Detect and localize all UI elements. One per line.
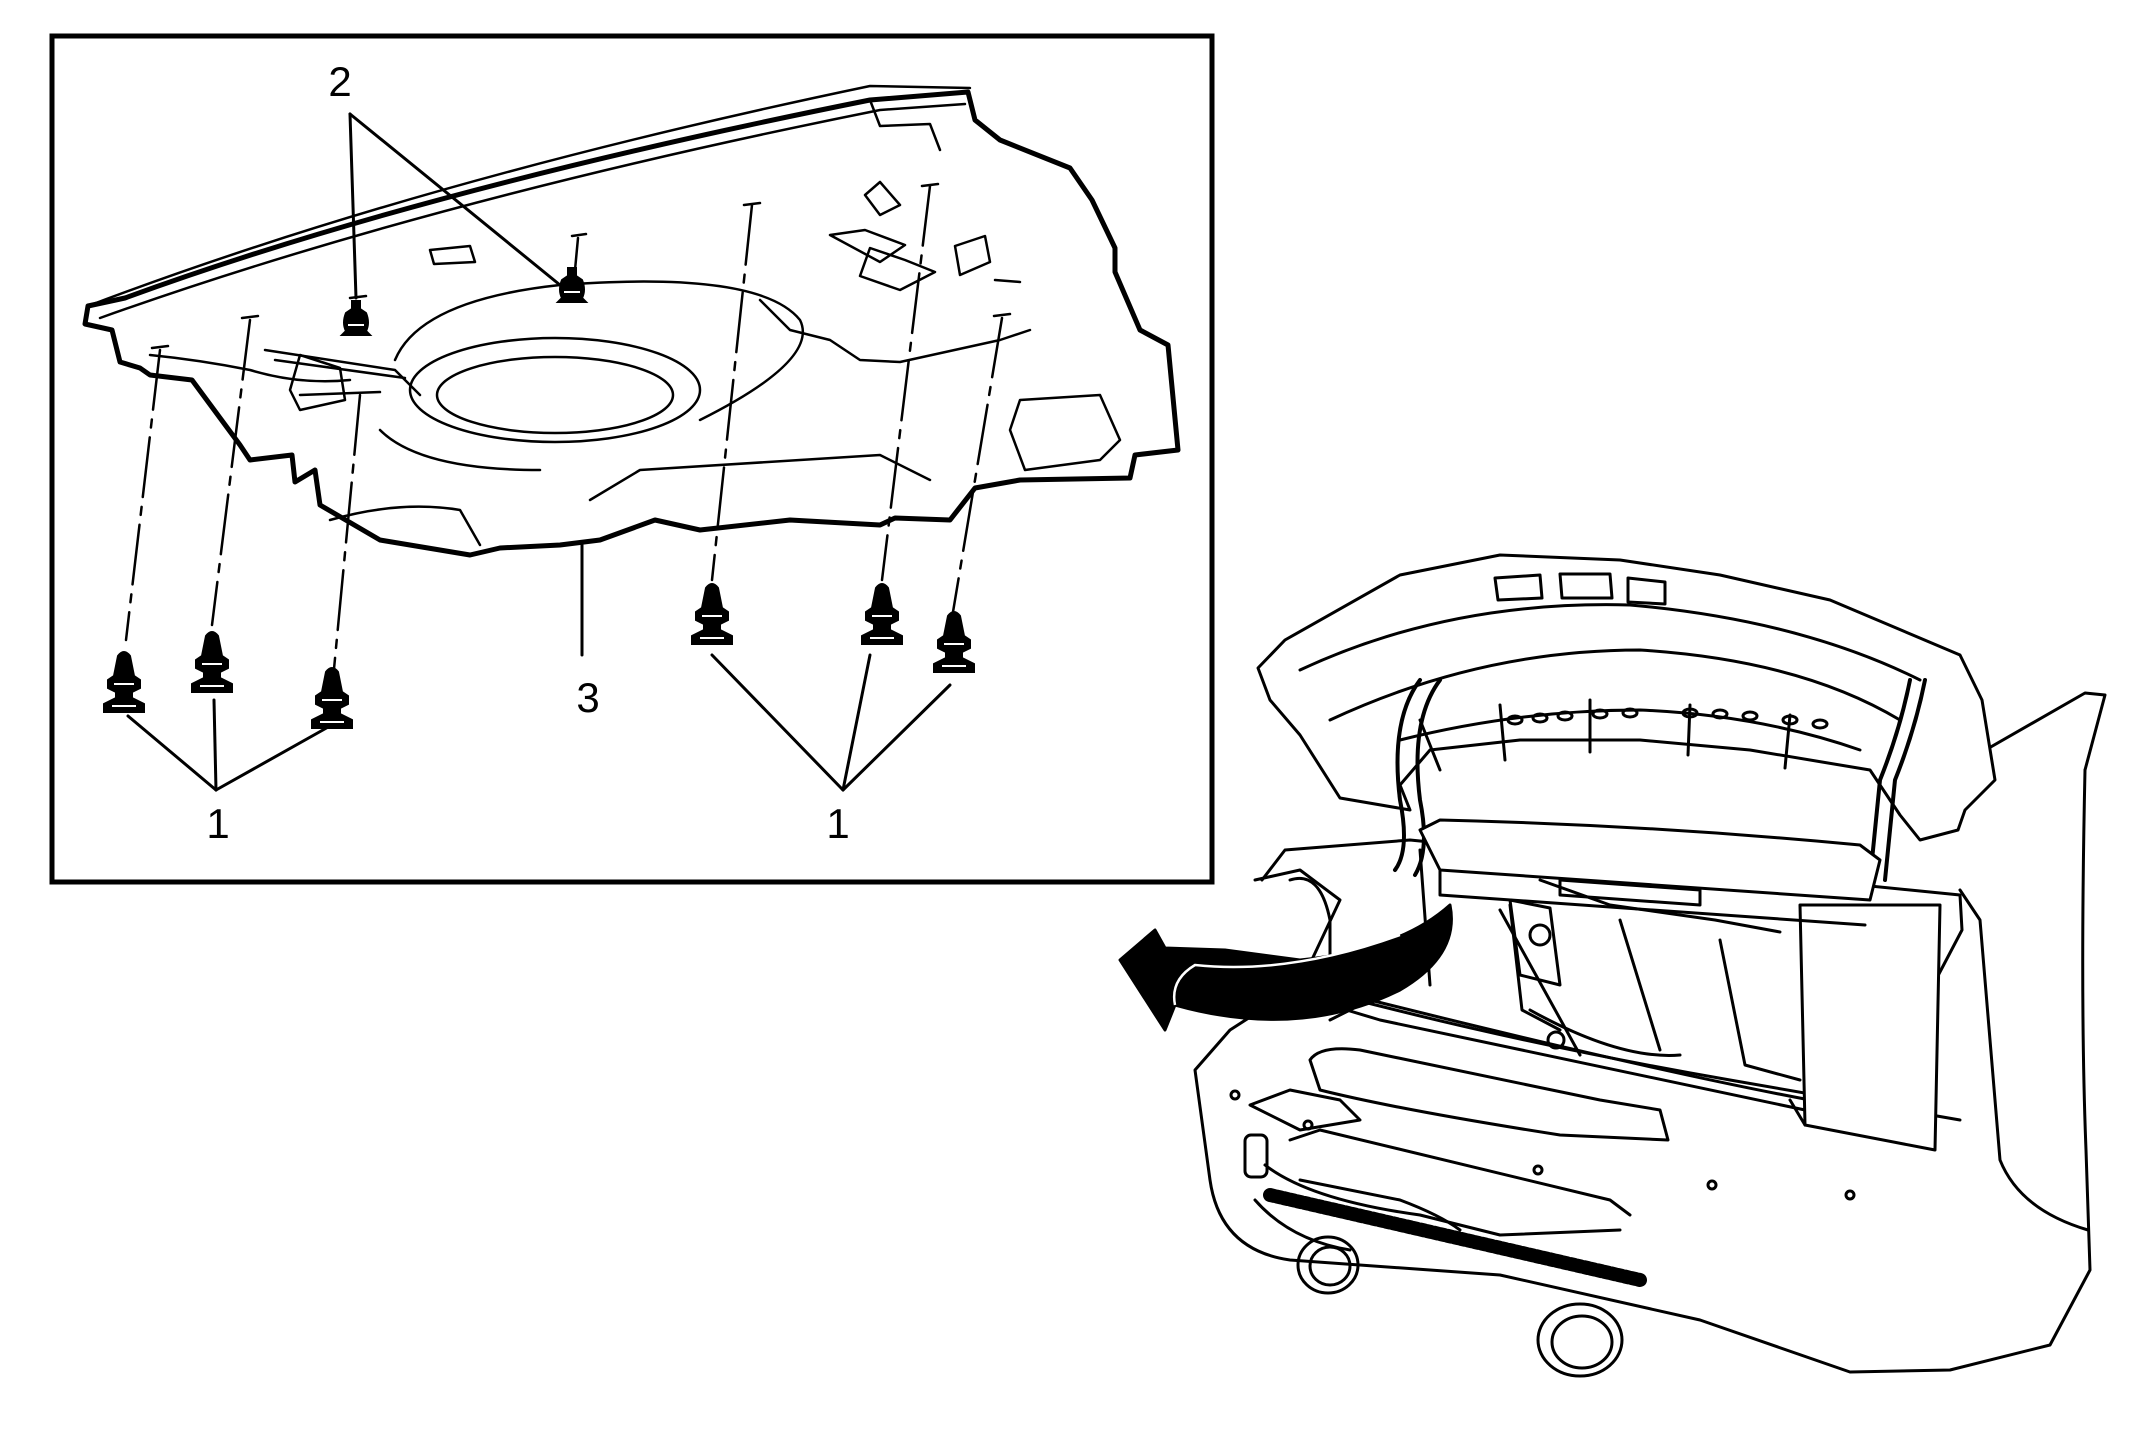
trunk-lid <box>1256 553 1997 882</box>
callout-rear-shelf-panel: 3 <box>576 674 599 721</box>
vehicle-rear-view <box>1118 553 2107 1378</box>
curved-arrow-icon <box>1118 903 1453 1032</box>
callout-leaders <box>126 112 952 792</box>
vehicle-body <box>1193 691 2107 1378</box>
rear-shelf-panel <box>82 89 1181 558</box>
detail-inset: 2 3 1 1 <box>49 33 1215 885</box>
fastener-leader-lines <box>124 184 1004 692</box>
callout-upper-fasteners: 2 <box>328 58 351 105</box>
shelf-details <box>86 84 1122 547</box>
callout-fasteners-right: 1 <box>826 800 849 847</box>
installed-shelf <box>1418 818 1882 927</box>
callout-fasteners-left: 1 <box>206 800 229 847</box>
mounting-holes <box>150 182 1012 350</box>
lid-holes <box>1506 707 1829 730</box>
